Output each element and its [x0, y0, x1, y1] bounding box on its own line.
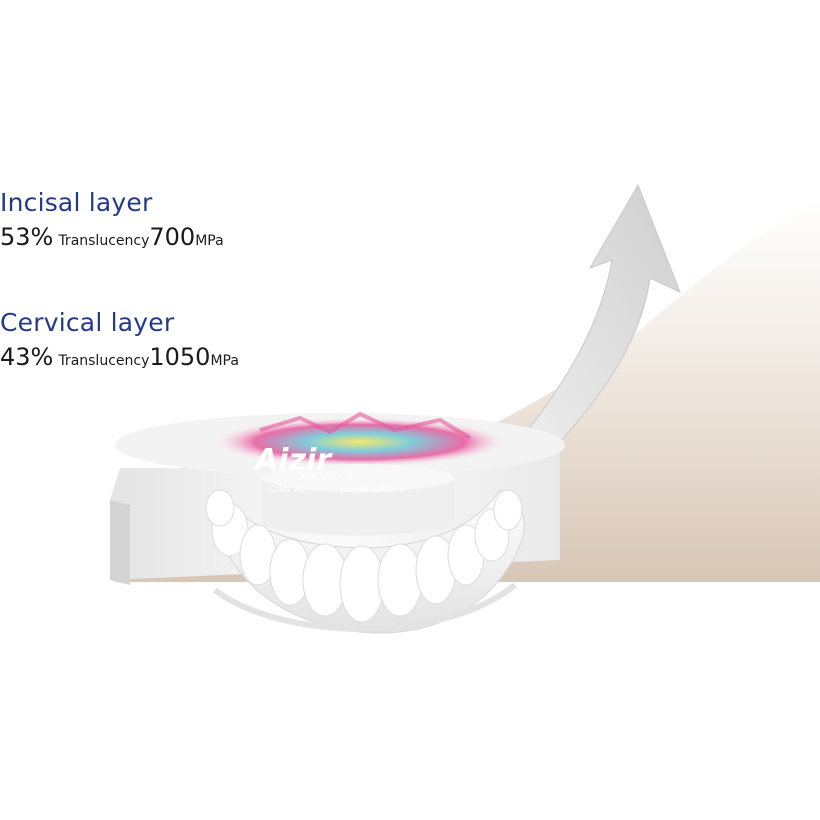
disc-brand-text: Aizir	[253, 443, 333, 478]
disc-tagline-text: Just glaze it	[299, 471, 353, 481]
incisal-layer-block: Incisal layer 53% Translucency700MPa	[0, 186, 224, 258]
incisal-strength-value: 700	[149, 223, 196, 251]
cervical-layer-specs: 43% Translucency1050MPa	[0, 340, 239, 378]
cervical-layer-block: Cervical layer 43% Translucency1050MPa	[0, 306, 239, 378]
cervical-strength-unit: MPa	[210, 353, 239, 369]
cervical-strength-value: 1050	[149, 343, 211, 371]
incisal-translucency-label: Translucency	[58, 233, 150, 249]
gradient-ramp	[115, 200, 820, 582]
cervical-translucency-value: 43%	[0, 343, 54, 371]
disc-color-text: Color A1	[268, 485, 306, 495]
disc-height-text: Height 18mm	[340, 485, 402, 495]
rising-arrow-icon	[519, 183, 681, 456]
cervical-translucency-label: Translucency	[58, 353, 150, 369]
incisal-strength-unit: MPa	[195, 233, 224, 249]
incisal-translucency-value: 53%	[0, 223, 54, 251]
dental-arch-icon	[205, 489, 525, 634]
incisal-layer-specs: 53% Translucency700MPa	[0, 220, 224, 258]
cervical-layer-title: Cervical layer	[0, 308, 175, 337]
incisal-layer-title: Incisal layer	[0, 188, 153, 217]
